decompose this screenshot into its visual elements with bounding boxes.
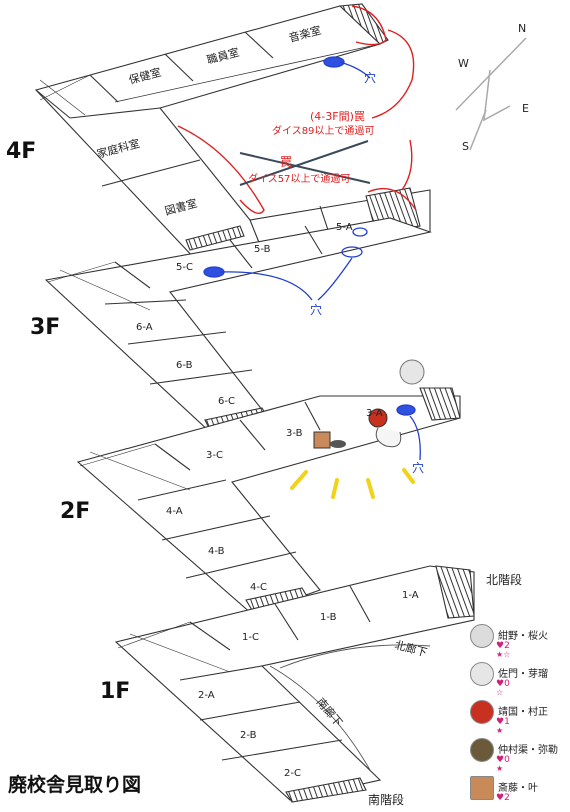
floor-2f [76, 387, 461, 615]
room-5c: 5-C [176, 262, 193, 273]
room-5b: 5-B [254, 244, 271, 255]
room-1a: 1-A [402, 590, 419, 601]
room-4c: 4-C [250, 582, 267, 593]
compass-rose [455, 37, 527, 151]
hole-markers [203, 56, 421, 461]
floor-label-1f: 1F [100, 679, 130, 704]
south-stairs-label: 南階段 [368, 792, 404, 807]
trap-outlines [177, 5, 417, 214]
cross-line-1 [239, 152, 371, 184]
party-member: 仲村渠・弥勒 ♥0 ★ [470, 736, 570, 774]
member-hearts: ♥2 [496, 641, 510, 651]
compass-n: N [518, 22, 526, 35]
room-6a: 6-A [136, 322, 153, 333]
trap-crossed: 罠 [280, 155, 292, 169]
party-member: 斎藤・叶 ♥2 [470, 774, 570, 812]
party-tokens [313, 359, 425, 449]
compass-e: E [522, 102, 529, 115]
member-hearts: ♥1 [496, 717, 510, 727]
member-hearts: ♥2 [496, 793, 510, 803]
compass-s: S [462, 140, 469, 153]
floor-label-3f: 3F [30, 315, 60, 340]
room-1b: 1-B [320, 612, 337, 623]
member-stars: ★ [496, 764, 504, 773]
floor-label-2f: 2F [60, 499, 90, 524]
room-3c: 3-C [206, 450, 223, 461]
floor-1f [114, 565, 475, 803]
floor-label-4f: 4F [6, 139, 36, 164]
hole-label-3f: 穴 [310, 302, 322, 317]
north-corridor-label: 北廊下 [393, 637, 428, 659]
avatar [470, 776, 494, 800]
member-hearts: ♥0 [496, 755, 510, 765]
member-name: 紺野・桜火 [498, 631, 548, 642]
member-hearts: ♥0 [496, 679, 510, 689]
avatar [470, 700, 494, 724]
compass-w: W [458, 57, 469, 70]
room-4b: 4-B [208, 546, 225, 557]
member-name: 斎藤・叶 [498, 783, 538, 794]
member-stars: ★☆ [496, 650, 511, 659]
north-stairs-label: 北階段 [486, 572, 522, 587]
room-6c: 6-C [218, 396, 235, 407]
room-5a: 5-A [336, 222, 353, 233]
room-3b: 3-B [286, 428, 303, 439]
party-member: 佐門・芽瑠 ♥0 ☆ [470, 660, 570, 698]
member-name: 仲村渠・弥勒 [498, 745, 558, 756]
room-3a: 3-A [366, 408, 383, 419]
avatar [470, 624, 494, 648]
member-stars: ☆ [496, 688, 504, 697]
map-title: 廃校舎見取り図 [8, 774, 142, 796]
party-member: 靖国・村正 ♥1 ★ [470, 698, 570, 736]
hole-label-2f: 穴 [412, 460, 424, 475]
room-2c: 2-C [284, 768, 301, 779]
trap-header: (4-3F間)罠 [310, 110, 365, 123]
flash-marks [290, 468, 415, 499]
room-6b: 6-B [176, 360, 193, 371]
trap-condition-1: ダイス89以上で通過可 [272, 124, 374, 137]
trap-condition-2: ダイス57以上で通過可 [248, 172, 350, 185]
avatar [470, 662, 494, 686]
hole-label-4f: 穴 [364, 70, 376, 85]
room-4a: 4-A [166, 506, 183, 517]
cross-line-2 [239, 140, 369, 186]
party-legend: 紺野・桜火 ♥2 ★☆ 佐門・芽瑠 ♥0 ☆ 靖国・村正 ♥1 ★ 仲村渠・弥勒… [470, 622, 570, 812]
member-name: 靖国・村正 [498, 707, 548, 718]
member-name: 佐門・芽瑠 [498, 669, 548, 680]
room-2b: 2-B [240, 730, 257, 741]
room-1c: 1-C [242, 632, 259, 643]
room-2a: 2-A [198, 690, 215, 701]
member-stars: ★ [496, 726, 504, 735]
avatar [470, 738, 494, 762]
party-member: 紺野・桜火 ♥2 ★☆ [470, 622, 570, 660]
